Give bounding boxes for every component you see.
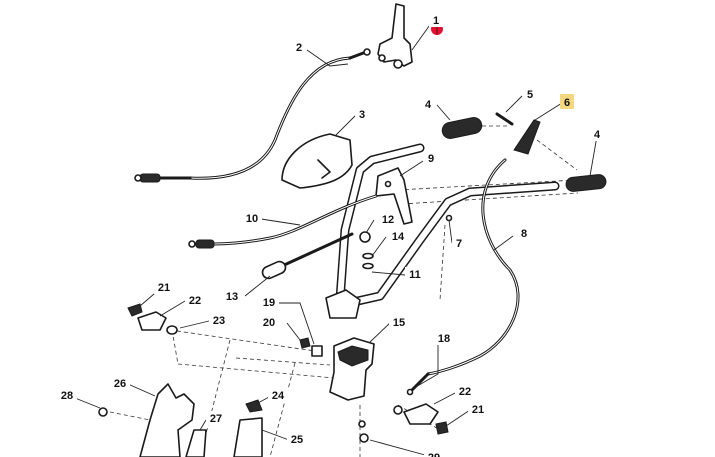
callout-28-text: 28 (61, 390, 73, 402)
callout-14-text: 14 (392, 231, 405, 243)
lower-cable-part (188, 194, 378, 249)
trigger-lever-part (513, 119, 541, 155)
right-clamp-parts (393, 403, 449, 435)
callout-29-text: 29 (428, 452, 440, 457)
control-lever-part (377, 3, 443, 69)
callout-11: 11 (405, 267, 425, 281)
spacer-parts (299, 337, 323, 357)
callout-26-text: 26 (114, 378, 126, 390)
left-clamp-parts (127, 303, 178, 335)
callout-27-text: 27 (210, 413, 222, 425)
callout-14: 14 (388, 229, 408, 243)
long-cable-part (426, 158, 520, 376)
callout-22b: 22 (455, 384, 475, 398)
callout-15-text: 15 (393, 317, 405, 329)
callout-21a-text: 21 (158, 282, 170, 294)
callout-25-text: 25 (291, 434, 303, 446)
callout-4a: 4 (421, 97, 435, 111)
bracket-part (375, 167, 413, 225)
callout-labels: 1 2 3 4 5 6 4 9 7 8 10 12 14 11 13 21 22… (57, 13, 604, 457)
callout-4b: 4 (590, 127, 604, 141)
callout-22a-text: 22 (189, 295, 201, 307)
callout-4a-text: 4 (425, 99, 432, 111)
callout-27: 27 (206, 411, 226, 425)
lower-assembly-parts (185, 399, 369, 457)
long-bolt-part (406, 372, 430, 396)
cover-shell-part (281, 133, 353, 189)
callout-21b: 21 (468, 402, 488, 416)
callout-3-text: 3 (359, 109, 365, 121)
callout-13: 13 (222, 289, 242, 303)
callout-2: 2 (292, 40, 306, 54)
callout-5: 5 (523, 87, 537, 101)
callout-10-text: 10 (246, 213, 258, 225)
callout-26: 26 (110, 376, 130, 390)
callout-8-text: 8 (521, 228, 527, 240)
callout-9: 9 (424, 151, 438, 165)
callout-6: 6 (560, 94, 574, 109)
callout-13-text: 13 (226, 291, 238, 303)
callout-1: 1 (429, 13, 443, 27)
callout-6-highlight (560, 94, 574, 109)
callout-3: 3 (355, 107, 369, 121)
callout-9-text: 9 (428, 153, 434, 165)
upper-cable-part (134, 48, 371, 183)
callout-18-text: 18 (438, 333, 450, 345)
callout-23: 23 (209, 313, 229, 327)
callout-18: 18 (434, 331, 454, 345)
callout-4b-text: 4 (594, 129, 601, 141)
callout-11-text: 11 (409, 269, 421, 281)
callout-19: 19 (259, 295, 279, 309)
callout-21a: 21 (154, 280, 174, 294)
callout-5-text: 5 (527, 89, 533, 101)
callout-21b-text: 21 (472, 404, 484, 416)
side-panel-part (139, 383, 195, 457)
callout-7-text: 7 (456, 238, 462, 250)
small-fastener-parts (359, 231, 374, 270)
callout-23-text: 23 (213, 315, 225, 327)
callout-7: 7 (452, 236, 466, 250)
left-grip-part (441, 117, 483, 139)
callout-2-text: 2 (296, 42, 302, 54)
callout-12-text: 12 (382, 214, 394, 226)
callout-6-text: 6 (564, 97, 570, 109)
right-grip-part (565, 174, 607, 192)
callout-22a: 22 (185, 293, 205, 307)
callout-10: 10 (242, 211, 262, 225)
callout-19-text: 19 (263, 297, 275, 309)
callout-22b-text: 22 (459, 386, 471, 398)
rod-knob-part (261, 232, 354, 280)
nut-part (98, 407, 108, 417)
bolt-part (445, 214, 453, 222)
callout-24: 24 (268, 388, 288, 402)
callout-29: 29 (424, 450, 444, 457)
callout-20-text: 20 (263, 317, 275, 329)
callout-24-text: 24 (272, 390, 285, 402)
callout-8: 8 (517, 226, 531, 240)
callout-28: 28 (57, 388, 77, 402)
callout-15: 15 (389, 315, 409, 329)
mount-block-part (329, 337, 375, 401)
callout-12: 12 (378, 212, 398, 226)
callout-1-text: 1 (433, 15, 439, 27)
pin-part (495, 112, 514, 126)
callout-20: 20 (259, 315, 279, 329)
callout-25: 25 (287, 432, 307, 446)
